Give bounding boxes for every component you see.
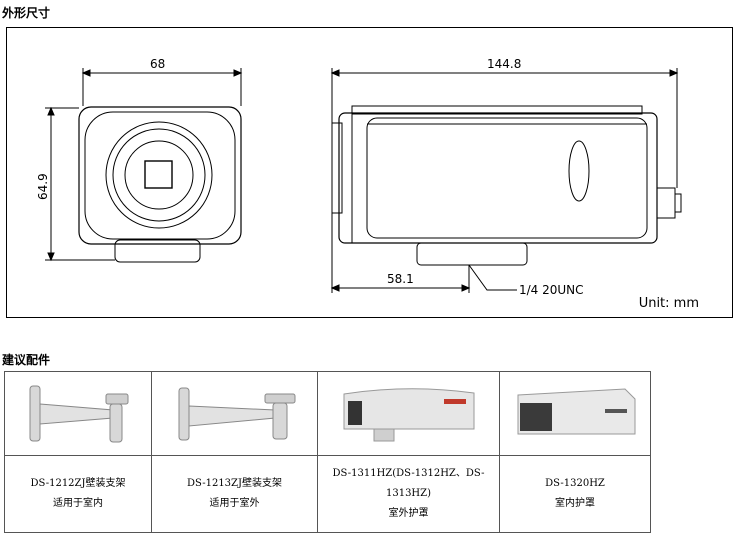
accessory-note: 适用于室内 xyxy=(53,498,103,509)
accessory-model: DS-1311HZ(DS-1312HZ、DS-1313HZ) xyxy=(332,468,485,499)
accessory-description-cell: DS-1213ZJ壁装支架 适用于室外 xyxy=(151,455,318,533)
accessory-note: 室内护罩 xyxy=(555,498,595,509)
indoor-housing-icon xyxy=(517,387,636,434)
dimensions-section-title: 外形尺寸 xyxy=(2,6,51,20)
accessory-image-cell xyxy=(4,371,152,456)
accessory-note: 适用于室外 xyxy=(209,498,260,509)
unit-label: Unit: mm xyxy=(638,296,699,311)
wall-mount-bracket-icon xyxy=(29,385,129,443)
height-dimension-label: 64.9 xyxy=(36,173,50,200)
accessory-image-cell xyxy=(151,371,318,456)
accessory-model: DS-1320HZ xyxy=(545,478,605,489)
accessory-model: DS-1212ZJ壁装支架 xyxy=(30,478,126,489)
accessory-model: DS-1213ZJ壁装支架 xyxy=(186,478,283,489)
width-dimension-label: 68 xyxy=(150,57,165,71)
length-dimension-label: 144.8 xyxy=(487,57,521,71)
accessories-section-title: 建议配件 xyxy=(2,353,51,367)
outdoor-housing-icon xyxy=(343,387,474,441)
accessory-image-cell xyxy=(317,371,500,456)
accessory-description-cell: DS-1212ZJ壁装支架 适用于室内 xyxy=(4,455,152,533)
accessories-table: DS-1212ZJ壁装支架 适用于室内 DS-1213ZJ壁装支架 适用于室外 … xyxy=(4,371,651,533)
wall-mount-bracket-icon xyxy=(178,387,295,441)
accessory-note: 室外护罩 xyxy=(388,508,429,519)
accessory-description-cell: DS-1311HZ(DS-1312HZ、DS-1313HZ) 室外护罩 xyxy=(317,455,500,533)
accessory-image-cell xyxy=(499,371,651,456)
camera-dimension-svg: 68 64.9 144.8 58.1 1/4 20UNC xyxy=(36,57,682,297)
thread-spec-label: 1/4 20UNC xyxy=(519,283,584,297)
accessory-description-cell: DS-1320HZ 室内护罩 xyxy=(499,455,651,533)
mount-offset-label: 58.1 xyxy=(387,272,414,286)
dimension-drawing: 68 64.9 144.8 58.1 1/4 20UNC Unit: mm xyxy=(6,27,733,318)
